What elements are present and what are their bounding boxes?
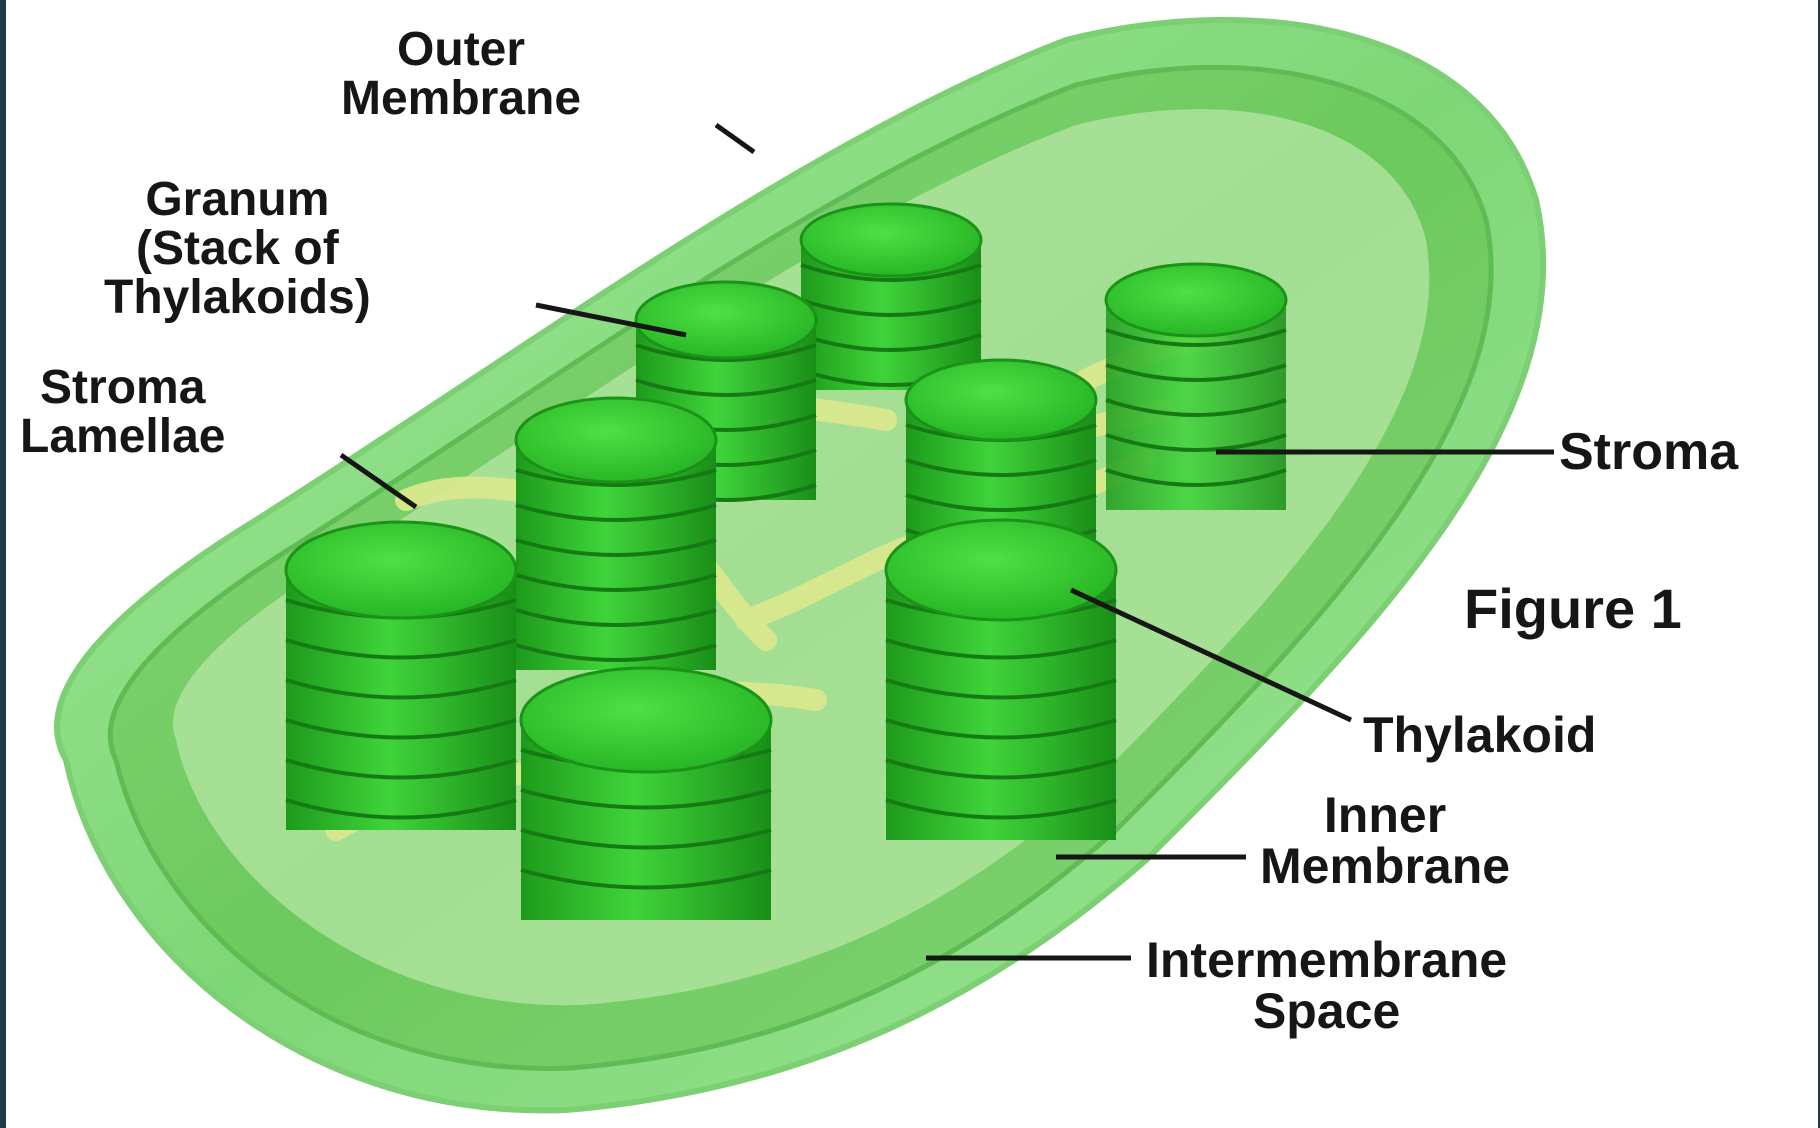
granum-stack-5 bbox=[516, 398, 716, 670]
granum-stack-2 bbox=[1106, 264, 1286, 510]
outer-membrane-leader bbox=[716, 125, 754, 152]
granum-stack-6 bbox=[286, 522, 516, 830]
chloroplast-diagram bbox=[6, 0, 1818, 1128]
outer-membrane-label: Outer Membrane bbox=[341, 26, 581, 124]
granum-label: Granum (Stack of Thylakoids) bbox=[104, 176, 371, 323]
granum-stack-1 bbox=[801, 204, 981, 390]
granum-stack-7 bbox=[886, 520, 1116, 840]
granum-stack-8 bbox=[521, 668, 771, 920]
stroma-lamellae-label: Stroma Lamellae bbox=[20, 364, 225, 462]
thylakoid-label: Thylakoid bbox=[1363, 710, 1596, 761]
figure-canvas: Outer Membrane Granum (Stack of Thylakoi… bbox=[6, 0, 1818, 1128]
inner-membrane-label: Inner Membrane bbox=[1260, 790, 1510, 892]
intermembrane-space-label: Intermembrane Space bbox=[1146, 935, 1507, 1037]
figure-caption: Figure 1 bbox=[1464, 580, 1682, 637]
stroma-label: Stroma bbox=[1559, 426, 1738, 479]
